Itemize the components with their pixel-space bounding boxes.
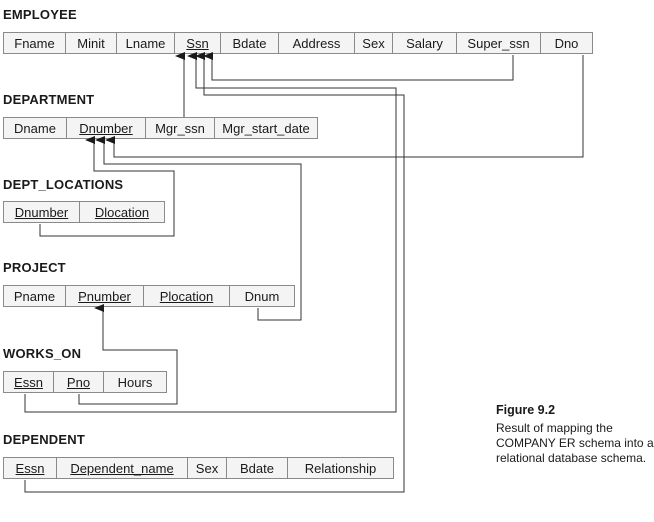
fk-dnum-to-dnumber bbox=[95, 136, 302, 321]
works-on-attr-pno: Pno bbox=[53, 371, 103, 393]
figure-title: Figure 9.2 bbox=[496, 403, 556, 417]
dependent-attr-dependent-name: Dependent_name bbox=[56, 457, 187, 479]
works-on-attr-essn: Essn bbox=[3, 371, 53, 393]
fk-works-on-essn-to-ssn bbox=[24, 52, 397, 413]
dependent-attr-essn: Essn bbox=[3, 457, 56, 479]
fk-dept-locations-dnumber-to-dnumber bbox=[39, 136, 175, 237]
works-on-attr-hours: Hours bbox=[103, 371, 167, 393]
fk-dependent-essn-to-ssn bbox=[24, 52, 405, 493]
fk-super-ssn-to-ssn bbox=[203, 52, 514, 81]
fk-pno-to-pnumber bbox=[78, 304, 178, 405]
relation-title-works-on: WORKS_ON bbox=[3, 346, 82, 361]
figure-caption: Result of mapping the COMPANY ER schema … bbox=[496, 421, 654, 465]
dependent-attr-sex: Sex bbox=[187, 457, 226, 479]
dept-locations-table: Dnumber Dlocation bbox=[3, 201, 165, 223]
employee-attr-address: Address bbox=[278, 32, 354, 54]
project-attr-pnumber: Pnumber bbox=[65, 285, 143, 307]
employee-attr-bdate: Bdate bbox=[220, 32, 278, 54]
dept-locations-attr-dlocation: Dlocation bbox=[79, 201, 165, 223]
employee-attr-dno: Dno bbox=[540, 32, 593, 54]
project-attr-pname: Pname bbox=[3, 285, 65, 307]
works-on-table: Essn Pno Hours bbox=[3, 371, 167, 393]
employee-attr-fname: Fname bbox=[3, 32, 65, 54]
dependent-attr-relationship: Relationship bbox=[287, 457, 394, 479]
employee-attr-salary: Salary bbox=[392, 32, 456, 54]
project-table: Pname Pnumber Plocation Dnum bbox=[3, 285, 295, 307]
employee-table: Fname Minit Lname Ssn Bdate Address Sex … bbox=[3, 32, 593, 54]
relation-title-dependent: DEPENDENT bbox=[3, 432, 85, 447]
employee-attr-minit: Minit bbox=[65, 32, 116, 54]
project-attr-dnum: Dnum bbox=[229, 285, 295, 307]
relation-title-project: PROJECT bbox=[3, 260, 66, 275]
department-attr-dname: Dname bbox=[3, 117, 66, 139]
dept-locations-attr-dnumber: Dnumber bbox=[3, 201, 79, 223]
employee-attr-ssn: Ssn bbox=[174, 32, 220, 54]
employee-attr-sex: Sex bbox=[354, 32, 392, 54]
relation-title-dept-locations: DEPT_LOCATIONS bbox=[3, 177, 124, 192]
dependent-attr-bdate: Bdate bbox=[226, 457, 287, 479]
dependent-table: Essn Dependent_name Sex Bdate Relationsh… bbox=[3, 457, 394, 479]
employee-attr-lname: Lname bbox=[116, 32, 174, 54]
project-attr-plocation: Plocation bbox=[143, 285, 229, 307]
department-attr-mgr-ssn: Mgr_ssn bbox=[145, 117, 214, 139]
department-attr-mgr-start-date: Mgr_start_date bbox=[214, 117, 318, 139]
employee-attr-super-ssn: Super_ssn bbox=[456, 32, 540, 54]
fk-dno-to-dnumber bbox=[105, 55, 584, 158]
relation-title-employee: EMPLOYEE bbox=[3, 7, 77, 22]
relation-title-department: DEPARTMENT bbox=[3, 92, 95, 107]
